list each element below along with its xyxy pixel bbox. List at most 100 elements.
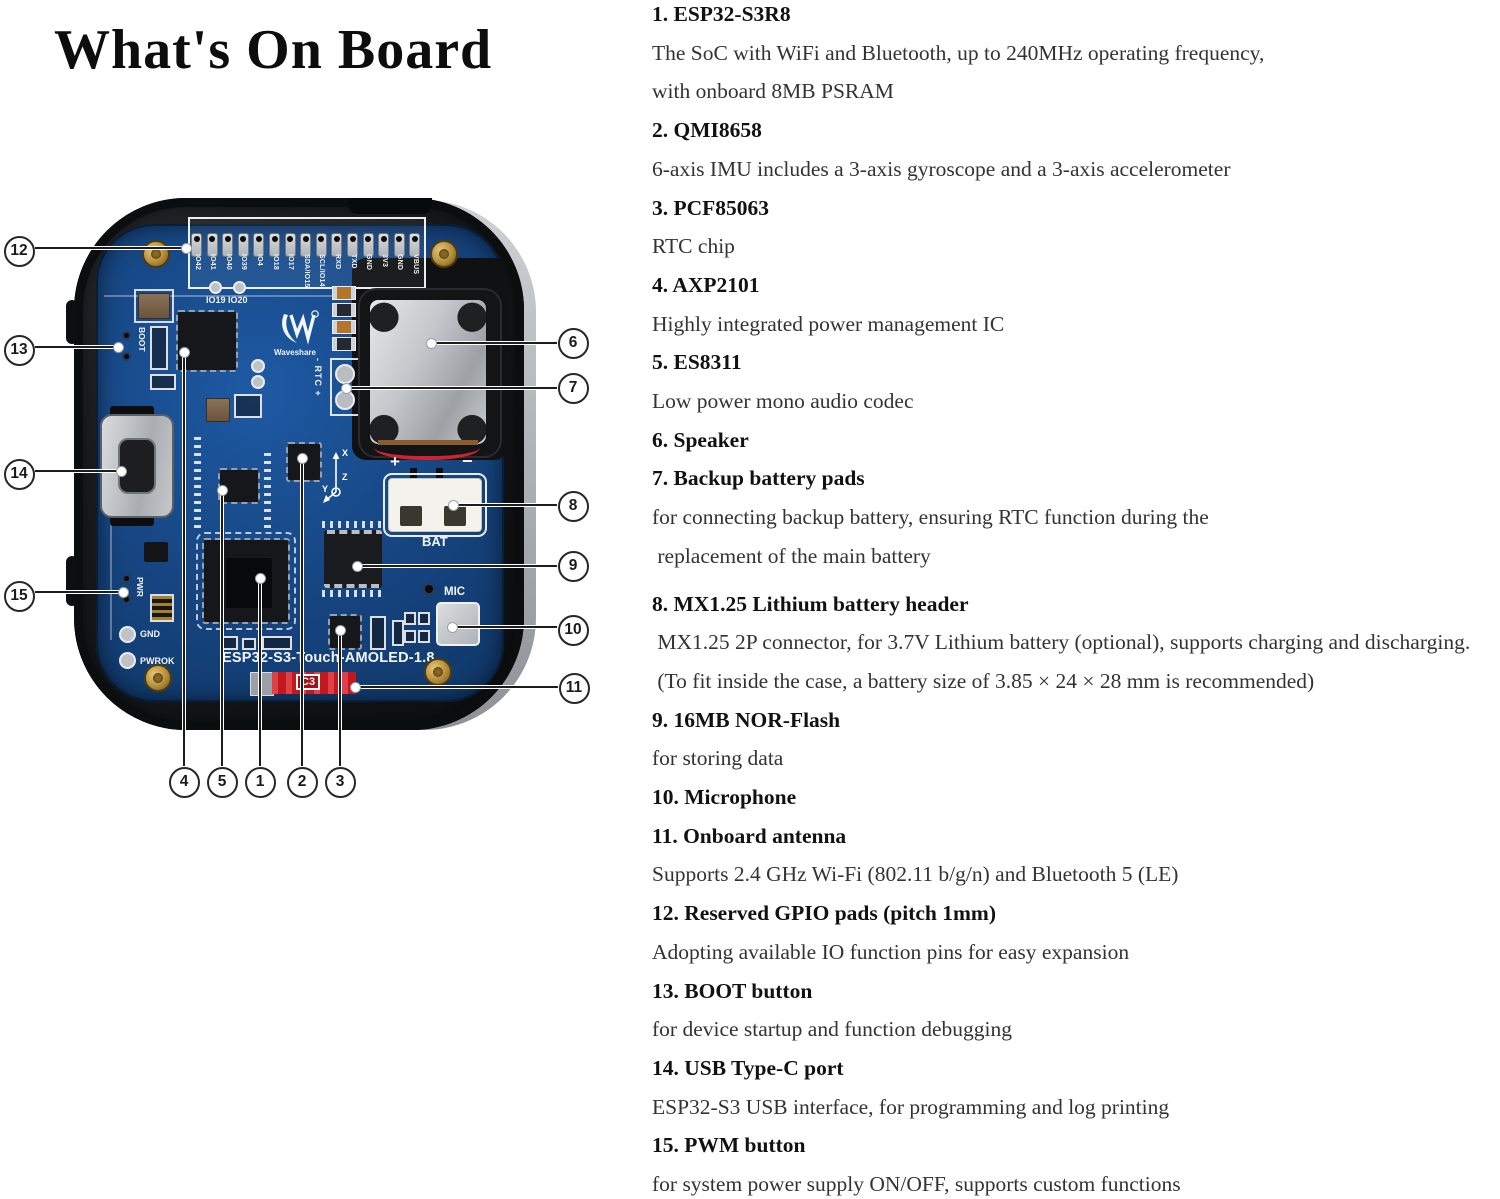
callout-dot-11	[349, 681, 361, 693]
pcb-trace	[110, 520, 112, 640]
leader-line-14	[35, 468, 120, 473]
spec-line: (To fit inside the case, a battery size …	[652, 668, 1315, 693]
qmi8658-chip	[286, 442, 322, 482]
spec-line: Adopting available IO function pins for …	[652, 939, 1130, 964]
capacitor	[134, 289, 174, 323]
callout-12: 12	[3, 235, 35, 267]
pcb-trace	[104, 295, 496, 297]
spec-heading: 8. MX1.25 Lithium battery header	[652, 591, 969, 616]
callout-dot-14	[115, 465, 127, 477]
callout-8: 8	[557, 490, 589, 522]
spec-heading: 1. ESP32-S3R8	[652, 2, 791, 26]
spec-item-9: 9. 16MB NOR-Flash for storing data	[652, 701, 1498, 778]
pin-strip	[264, 452, 271, 528]
leader-line-9	[356, 563, 557, 568]
spec-heading: 15. PWM button	[652, 1133, 806, 1158]
spec-item-6: 6. Speaker	[652, 421, 1498, 460]
callout-1: 1	[244, 766, 276, 798]
gpio-pad	[300, 233, 312, 257]
spec-line: ESP32-S3 USB interface, for programming …	[652, 1094, 1170, 1119]
resistor	[332, 337, 356, 351]
leader-line-4	[181, 352, 186, 766]
spec-list: 1. ESP32-S3R8 The SoC with WiFi and Blue…	[652, 0, 1498, 1199]
spec-heading: 7. Backup battery pads	[652, 466, 865, 491]
spec-line: Highly integrated power management IC	[652, 311, 1005, 336]
bat-pin	[410, 468, 417, 480]
speaker-contact-strip	[378, 440, 478, 445]
spec-heading: 13. BOOT button	[652, 978, 813, 1003]
leader-line-11	[354, 684, 558, 689]
leader-line-5	[219, 490, 224, 766]
spec-heading: 2. QMI8658	[652, 118, 762, 143]
pin-strip	[194, 436, 201, 528]
svg-text:X: X	[342, 448, 348, 458]
pwrok-pad	[119, 652, 136, 669]
spec-heading: 11. Onboard antenna	[652, 823, 847, 848]
spec-item-8: 8. MX1.25 Lithium battery header MX1.25 …	[652, 585, 1498, 701]
io19-pad	[208, 280, 222, 294]
spec-line: replacement of the main battery	[652, 543, 931, 568]
leader-line-2	[299, 458, 304, 766]
spec-line: for system power supply ON/OFF, supports…	[652, 1172, 1181, 1197]
callout-3: 3	[324, 766, 356, 798]
callout-13: 13	[3, 334, 35, 366]
gpio-pad	[393, 233, 405, 257]
callout-10: 10	[557, 614, 589, 646]
esp32-chip	[196, 532, 296, 630]
callout-dot-1	[254, 572, 266, 584]
gpio-pad-label: TXD	[349, 254, 357, 269]
callout-dot-15	[117, 586, 129, 598]
spec-line: with onboard 8MB PSRAM	[652, 79, 894, 104]
spec-heading: 9. 16MB NOR-Flash	[652, 707, 841, 732]
callout-9: 9	[557, 550, 589, 582]
gpio-pad	[191, 233, 202, 257]
silkscreen-box	[222, 636, 238, 650]
gpio-pad-label: RXD	[333, 254, 341, 270]
gpio-pad	[378, 233, 390, 257]
spec-line: The SoC with WiFi and Bluetooth, up to 2…	[652, 40, 1265, 65]
silkscreen-box	[418, 612, 430, 625]
spec-heading: 12. Reserved GPIO pads (pitch 1mm)	[652, 901, 996, 926]
callout-dot-3	[334, 624, 346, 636]
spec-heading: 6. Speaker	[652, 427, 749, 452]
gpio-pad	[253, 233, 265, 257]
via-pad	[251, 375, 265, 389]
callout-6: 6	[557, 327, 589, 359]
pwr-label: PWR	[135, 577, 145, 597]
callout-dot-7	[340, 382, 352, 394]
case-side-tab	[66, 556, 78, 606]
spec-item-15: 15. PWM button for system power supply O…	[652, 1126, 1498, 1199]
spec-item-13: 13. BOOT button for device startup and f…	[652, 972, 1498, 1049]
case-top-notch	[348, 198, 432, 214]
spec-item-1: 1. ESP32-S3R8 The SoC with WiFi and Blue…	[652, 0, 1498, 111]
gpio-pad-label: SDA/IO15	[302, 254, 310, 288]
leader-line-13	[35, 344, 116, 349]
callout-dot-5	[216, 484, 228, 496]
bat-pin	[436, 468, 443, 480]
gpio-pad-label: IO18	[271, 254, 279, 270]
silkscreen-box	[262, 636, 292, 650]
bat-label: BAT	[422, 534, 448, 549]
pwm-button-pad	[122, 574, 131, 583]
io19-io20-label: IO19 IO20	[206, 295, 248, 305]
callout-4: 4	[168, 766, 200, 798]
spec-line: Low power mono audio codec	[652, 389, 914, 414]
spec-item-14: 14. USB Type-C port ESP32-S3 USB interfa…	[652, 1049, 1498, 1126]
mic-hole	[423, 583, 435, 595]
spec-item-12: 12. Reserved GPIO pads (pitch 1mm) Adopt…	[652, 894, 1498, 971]
gpio-pad-label: SCL/IO14	[318, 254, 326, 287]
spec-line: for device startup and function debuggin…	[652, 1017, 1013, 1042]
pin-strip	[322, 590, 382, 597]
spec-item-11: 11. Onboard antenna Supports 2.4 GHz Wi-…	[652, 817, 1498, 894]
leader-line-8	[452, 502, 557, 507]
spec-heading: 5. ES8311	[652, 350, 742, 375]
gpio-pad-label: 3V3	[380, 254, 388, 268]
gpio-pad	[331, 233, 343, 257]
callout-11: 11	[558, 672, 590, 704]
callout-dot-6	[425, 337, 437, 349]
gpio-pad-label: GND	[365, 254, 373, 271]
spec-line: Supports 2.4 GHz Wi-Fi (802.11 b/g/n) an…	[652, 862, 1179, 887]
gnd-label: GND	[140, 629, 160, 639]
